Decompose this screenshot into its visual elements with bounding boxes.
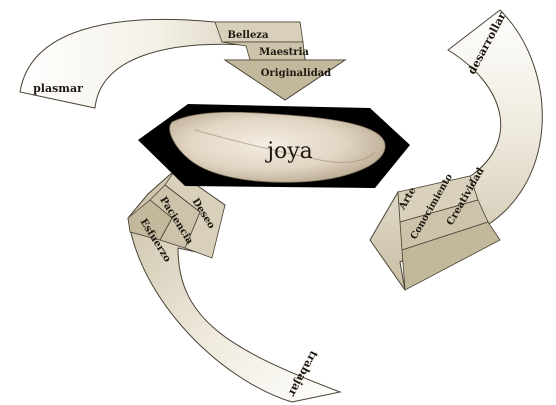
top-verb: plasmar bbox=[33, 82, 83, 95]
right-arrow: desarrollar Arte Conocimiento Creativida… bbox=[369, 9, 543, 291]
top-band-3 bbox=[223, 59, 347, 101]
bottom-arrow: Deseo Paciencia Esfuerzo trabajar bbox=[127, 169, 342, 403]
jewel-vein bbox=[194, 129, 376, 163]
top-value-1: Belleza bbox=[228, 30, 269, 41]
top-arrow: Belleza Maestria Originalidad plasmar bbox=[19, 18, 347, 109]
center-jewel: joya bbox=[138, 104, 410, 188]
bottom-band-3 bbox=[127, 199, 173, 241]
top-value-2: Maestria bbox=[259, 47, 309, 58]
top-value-3: Originalidad bbox=[261, 68, 331, 79]
jewel-stone bbox=[169, 111, 386, 183]
right-band-3 bbox=[401, 221, 501, 291]
center-label: joya bbox=[264, 139, 313, 164]
